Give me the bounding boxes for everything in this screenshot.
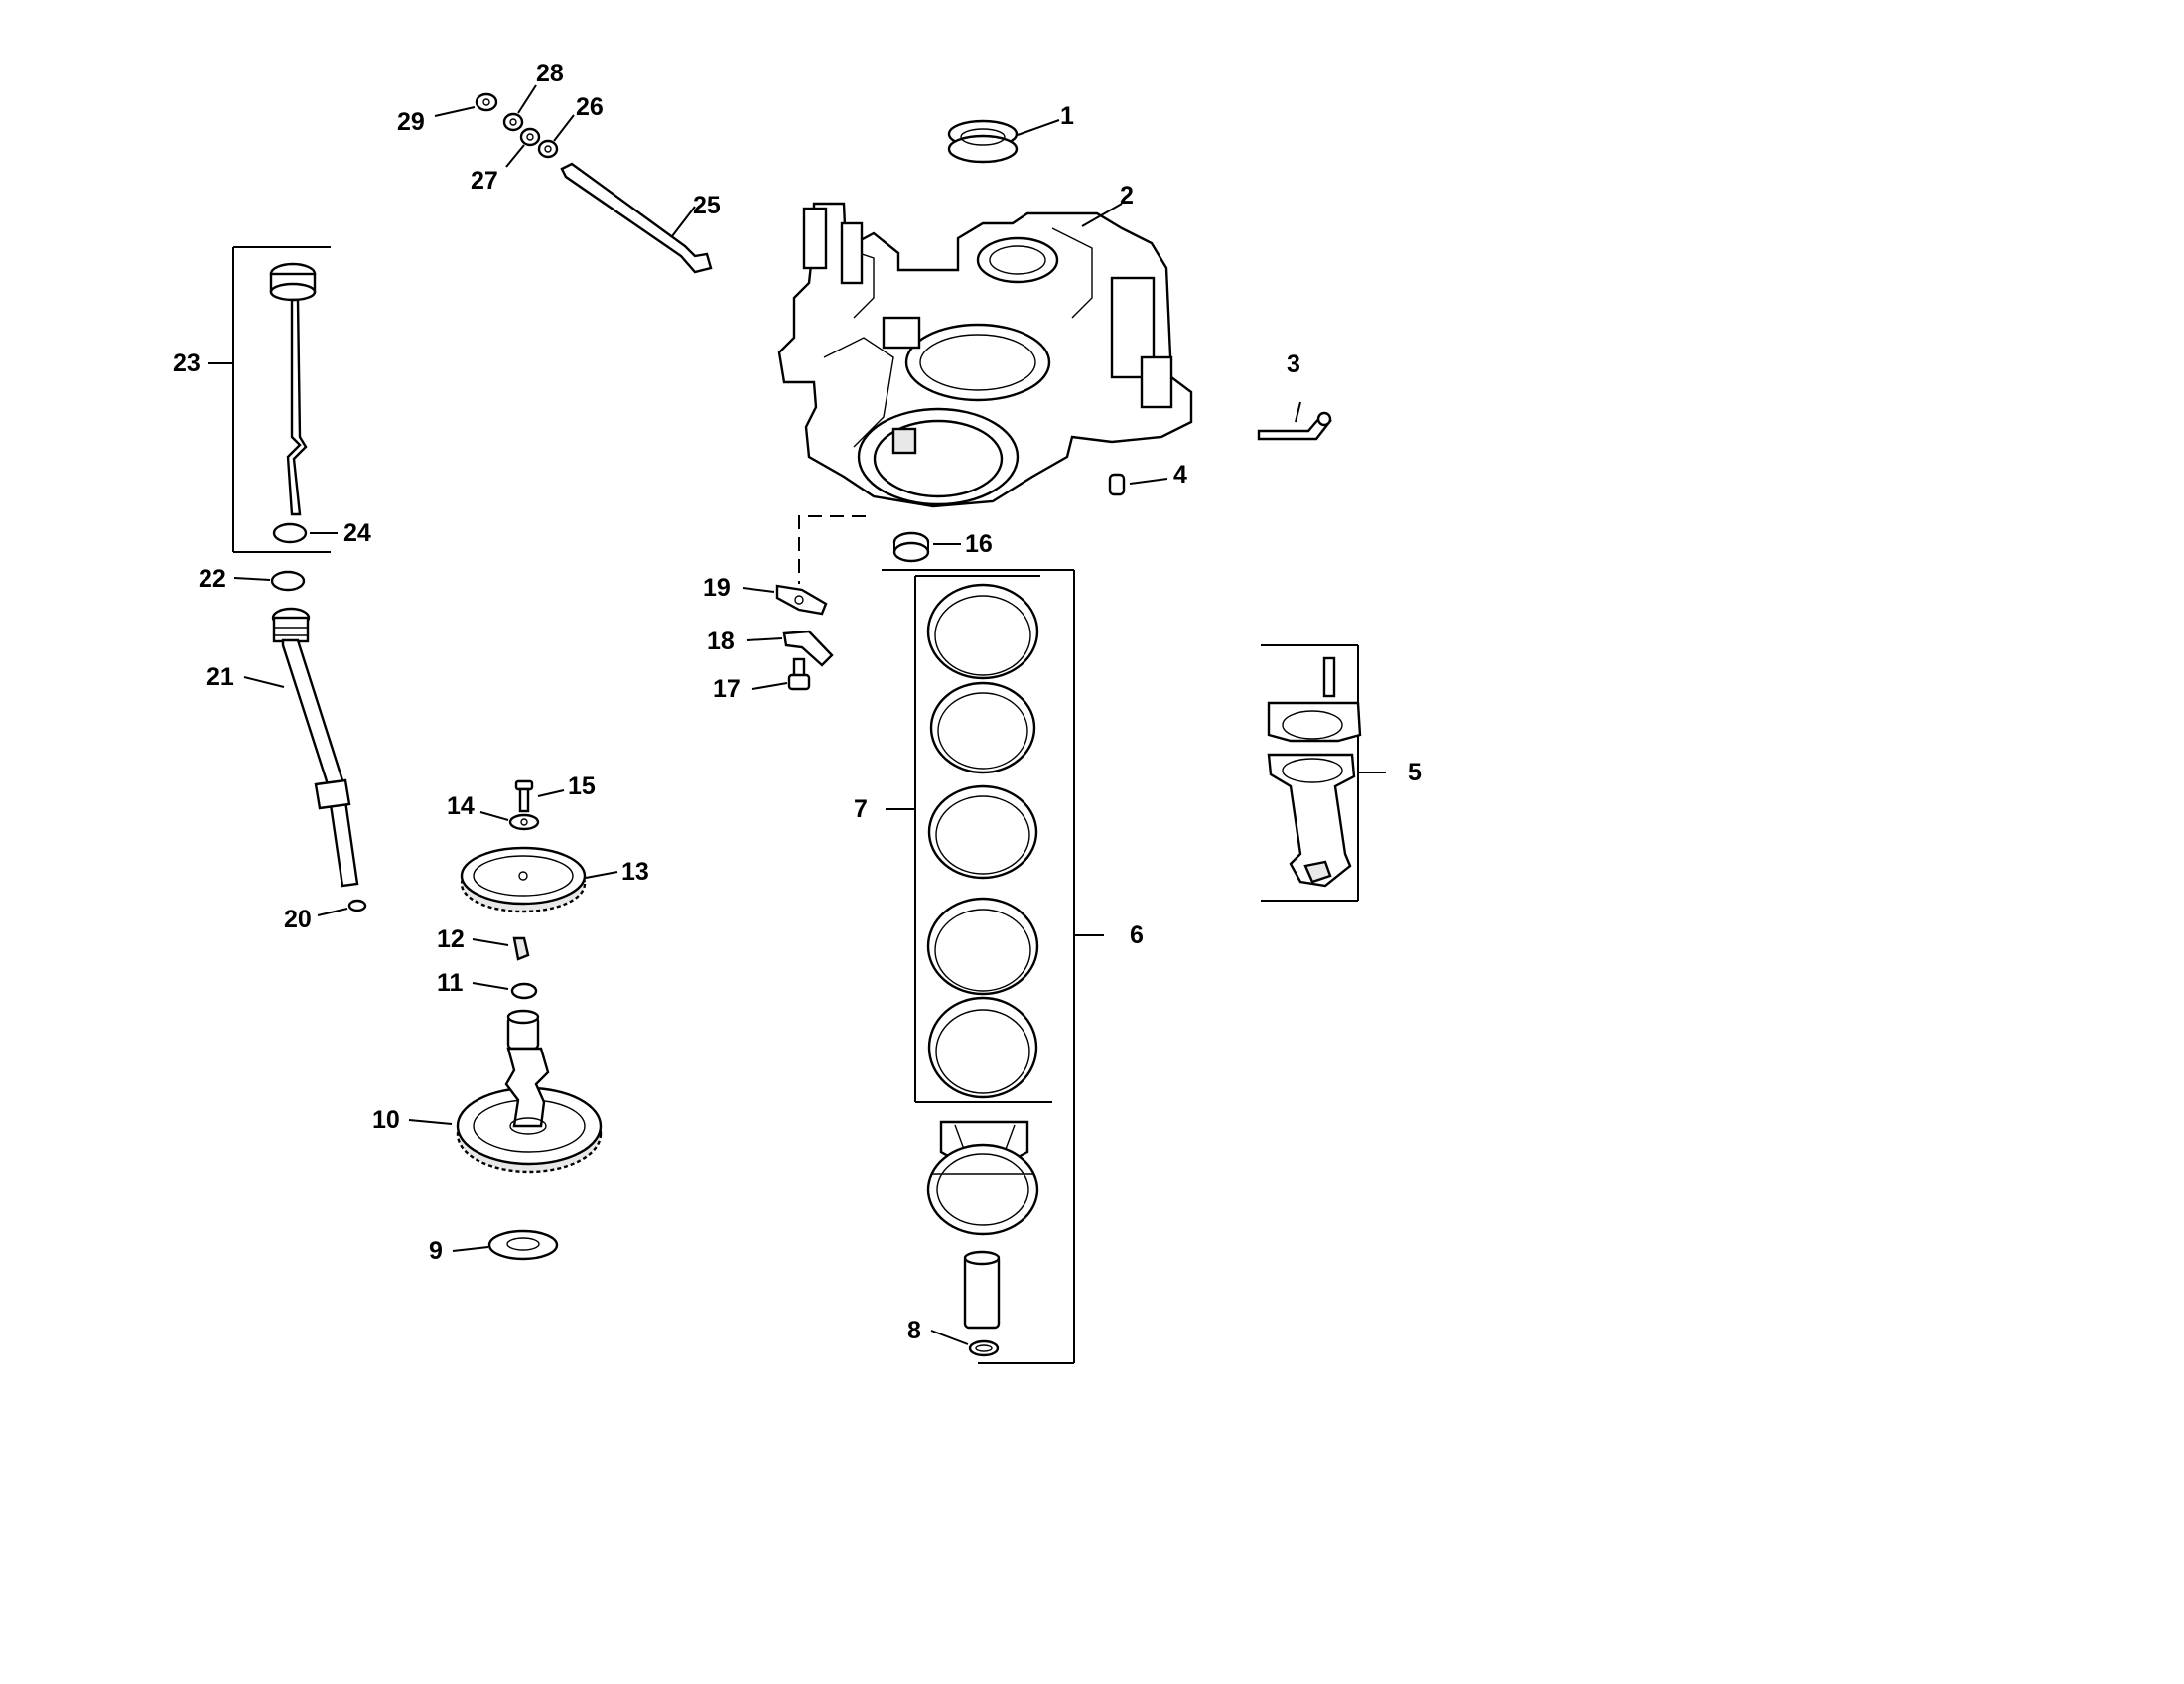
callout-14: 14 [447,792,475,820]
callout-19: 19 [703,574,731,602]
piston-ring-3 [927,784,1038,880]
callout-25: 25 [693,192,721,219]
callout-26: 26 [576,93,604,121]
callout-5: 5 [1408,759,1422,786]
part-1-seal [947,119,1060,164]
group-bracket-6 [882,569,1104,1364]
callout-27: 27 [471,167,498,195]
callout-1: 1 [1060,102,1074,130]
callout-8: 8 [907,1317,921,1344]
piston-ring-5 [927,996,1038,1099]
callout-3: 3 [1287,351,1300,378]
part-15-bolt [514,779,565,813]
part-11-o-ring [472,982,538,1000]
part-17-screw [751,657,811,691]
assembly-leader-dashed [798,515,866,584]
part-20-o-ring [317,899,367,916]
callout-24: 24 [343,519,371,547]
part-22-o-ring [233,570,306,592]
piston-ring-1 [926,583,1039,680]
callout-15: 15 [568,772,596,800]
part-18-clip [746,630,834,667]
part-25-governor-shaft [560,162,713,274]
callout-20: 20 [284,906,312,933]
part-9-thrust-washer [452,1229,559,1261]
callout-12: 12 [437,925,465,953]
part-12-key [472,936,530,961]
callout-10: 10 [372,1106,400,1134]
part-19-bracket [742,584,828,616]
part-28-washer [502,84,537,132]
part-29-washer [434,92,498,117]
callout-13: 13 [621,858,649,886]
part-14-washer [479,811,540,831]
callout-29: 29 [397,108,425,136]
callout-2: 2 [1120,182,1134,210]
callout-6: 6 [1130,921,1144,949]
part-5-connecting-rod [1267,656,1362,888]
piston-ring-4 [926,897,1039,996]
callout-7: 7 [854,795,868,823]
part-10-camshaft [408,1009,603,1174]
part-21-dipstick-tube [243,607,359,888]
callout-21: 21 [206,663,234,691]
group-bracket-5 [1261,644,1386,902]
callout-9: 9 [429,1237,443,1265]
part-24-o-ring [272,522,338,544]
callout-28: 28 [536,60,564,87]
group-bracket-7 [886,575,1052,1103]
group-bracket-23 [208,246,331,553]
callout-4: 4 [1173,461,1187,489]
part-26-washer [537,114,575,159]
part-16-bushing [892,531,961,563]
part-2-crankcase [777,202,1193,508]
part-13-gear [460,846,618,913]
callout-23: 23 [173,350,201,377]
callout-22: 22 [199,565,226,593]
part-27-nut [505,127,541,168]
part-23-dipstick [269,262,317,516]
callout-17: 17 [713,675,741,703]
part-8-wrist-pin [930,1250,1001,1357]
piston-ring-2 [929,681,1036,774]
piston [926,1120,1039,1236]
callout-16: 16 [965,530,993,558]
part-4-dowel [1108,473,1168,496]
part-3-fitting [1257,401,1332,441]
callout-11: 11 [437,969,464,997]
callout-18: 18 [707,628,735,655]
